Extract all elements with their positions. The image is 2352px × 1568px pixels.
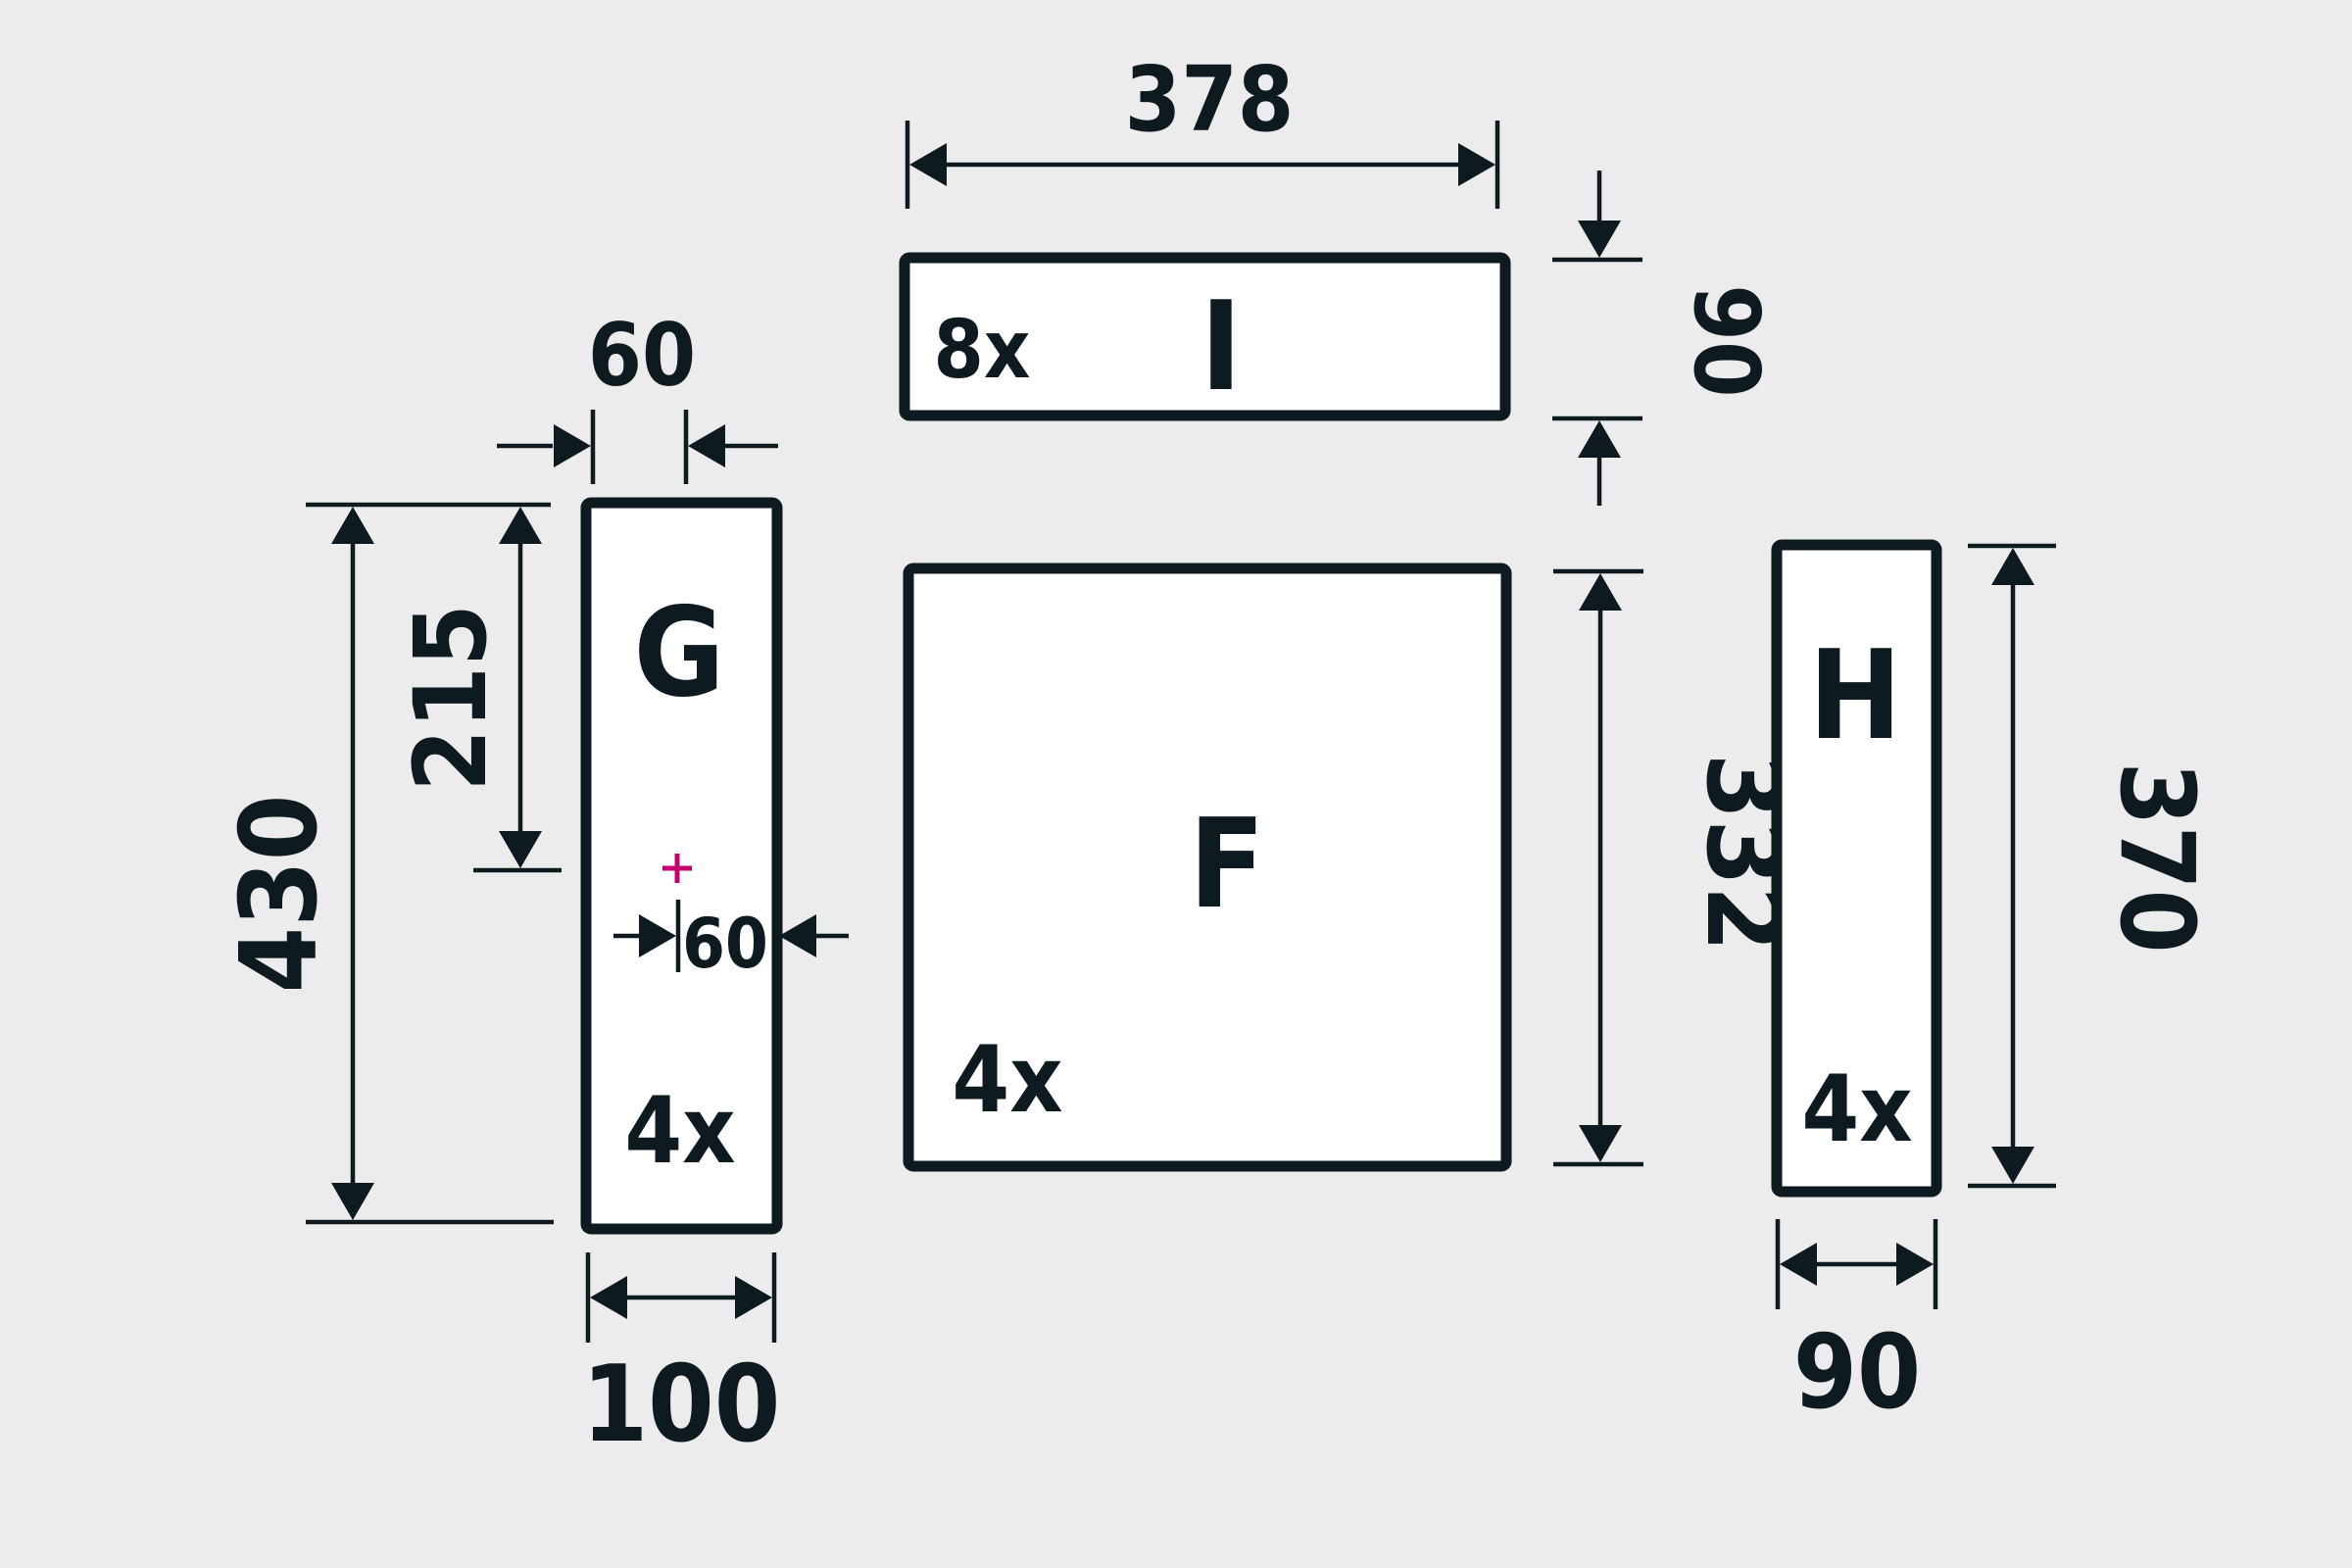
piece-f-letter: F [1189,792,1264,936]
arrow-up-icon [499,507,542,544]
arrow-right-icon [554,424,591,467]
arrow-left-icon [688,424,725,467]
dimension-h-height: 370 [1968,543,2217,1189]
dim-label-g-top-offset: 60 [588,305,696,406]
arrow-up-icon [1579,573,1622,611]
arrow-up-icon [1578,420,1621,458]
arrow-up-icon [331,507,374,544]
dimension-h-width: 90 [1775,1219,1938,1432]
arrow-left-icon [779,914,816,957]
arrow-down-icon [1578,220,1621,258]
piece-g: G 4x 60 [580,497,849,1235]
piece-f: F 4x [903,563,1512,1172]
arrow-down-icon [1579,1125,1622,1162]
piece-h-count: 4x [1801,1056,1912,1163]
dim-label-g-width: 100 [582,1344,781,1466]
dim-label-g-hole-from-right: 60 [682,904,768,984]
dim-label-i-height: 90 [1674,284,1779,397]
dim-label-i-width: 378 [1125,47,1295,152]
dimension-g-height: 430 [219,502,554,1225]
dimension-g-width: 100 [582,1252,781,1466]
piece-i: 8x I [899,252,1511,421]
dimension-g-hole-from-right: 60 [613,900,849,984]
arrow-right-icon [1896,1243,1934,1286]
piece-h-letter: H [1809,623,1902,767]
piece-g-letter: G [633,580,724,724]
dimension-i-height: 90 [1552,171,1779,506]
dimension-i-width: 378 [905,47,1500,209]
dim-label-g-hole-from-top: 215 [393,604,510,792]
piece-g-count: 4x [624,1078,735,1185]
arrow-left-icon [909,143,947,186]
piece-i-letter: I [1200,274,1242,418]
arrow-right-icon [1458,143,1495,186]
dim-label-h-width: 90 [1793,1312,1921,1432]
dim-label-h-height: 370 [2097,761,2217,953]
dimension-f-height: 332 [1553,568,1805,1167]
piece-f-outline [903,563,1512,1172]
piece-h: H 4x [1771,539,1942,1198]
piece-i-outline [899,252,1511,421]
dimension-g-hole-from-top: 215 [393,507,562,873]
piece-i-count: 8x [934,304,1031,397]
arrow-left-icon [590,1276,627,1319]
arrow-down-icon [1991,1147,2034,1184]
arrow-left-icon [1780,1243,1817,1286]
dimension-g-top-offset: 60 [497,305,778,484]
arrow-down-icon [331,1183,374,1220]
piece-h-outline [1771,539,1942,1198]
arrow-up-icon [1991,548,2034,585]
drill-mark-icon [662,854,692,883]
piece-f-count: 4x [952,1027,1062,1134]
arrow-right-icon [735,1276,772,1319]
arrow-down-icon [499,831,542,868]
dim-label-g-height: 430 [219,795,341,994]
